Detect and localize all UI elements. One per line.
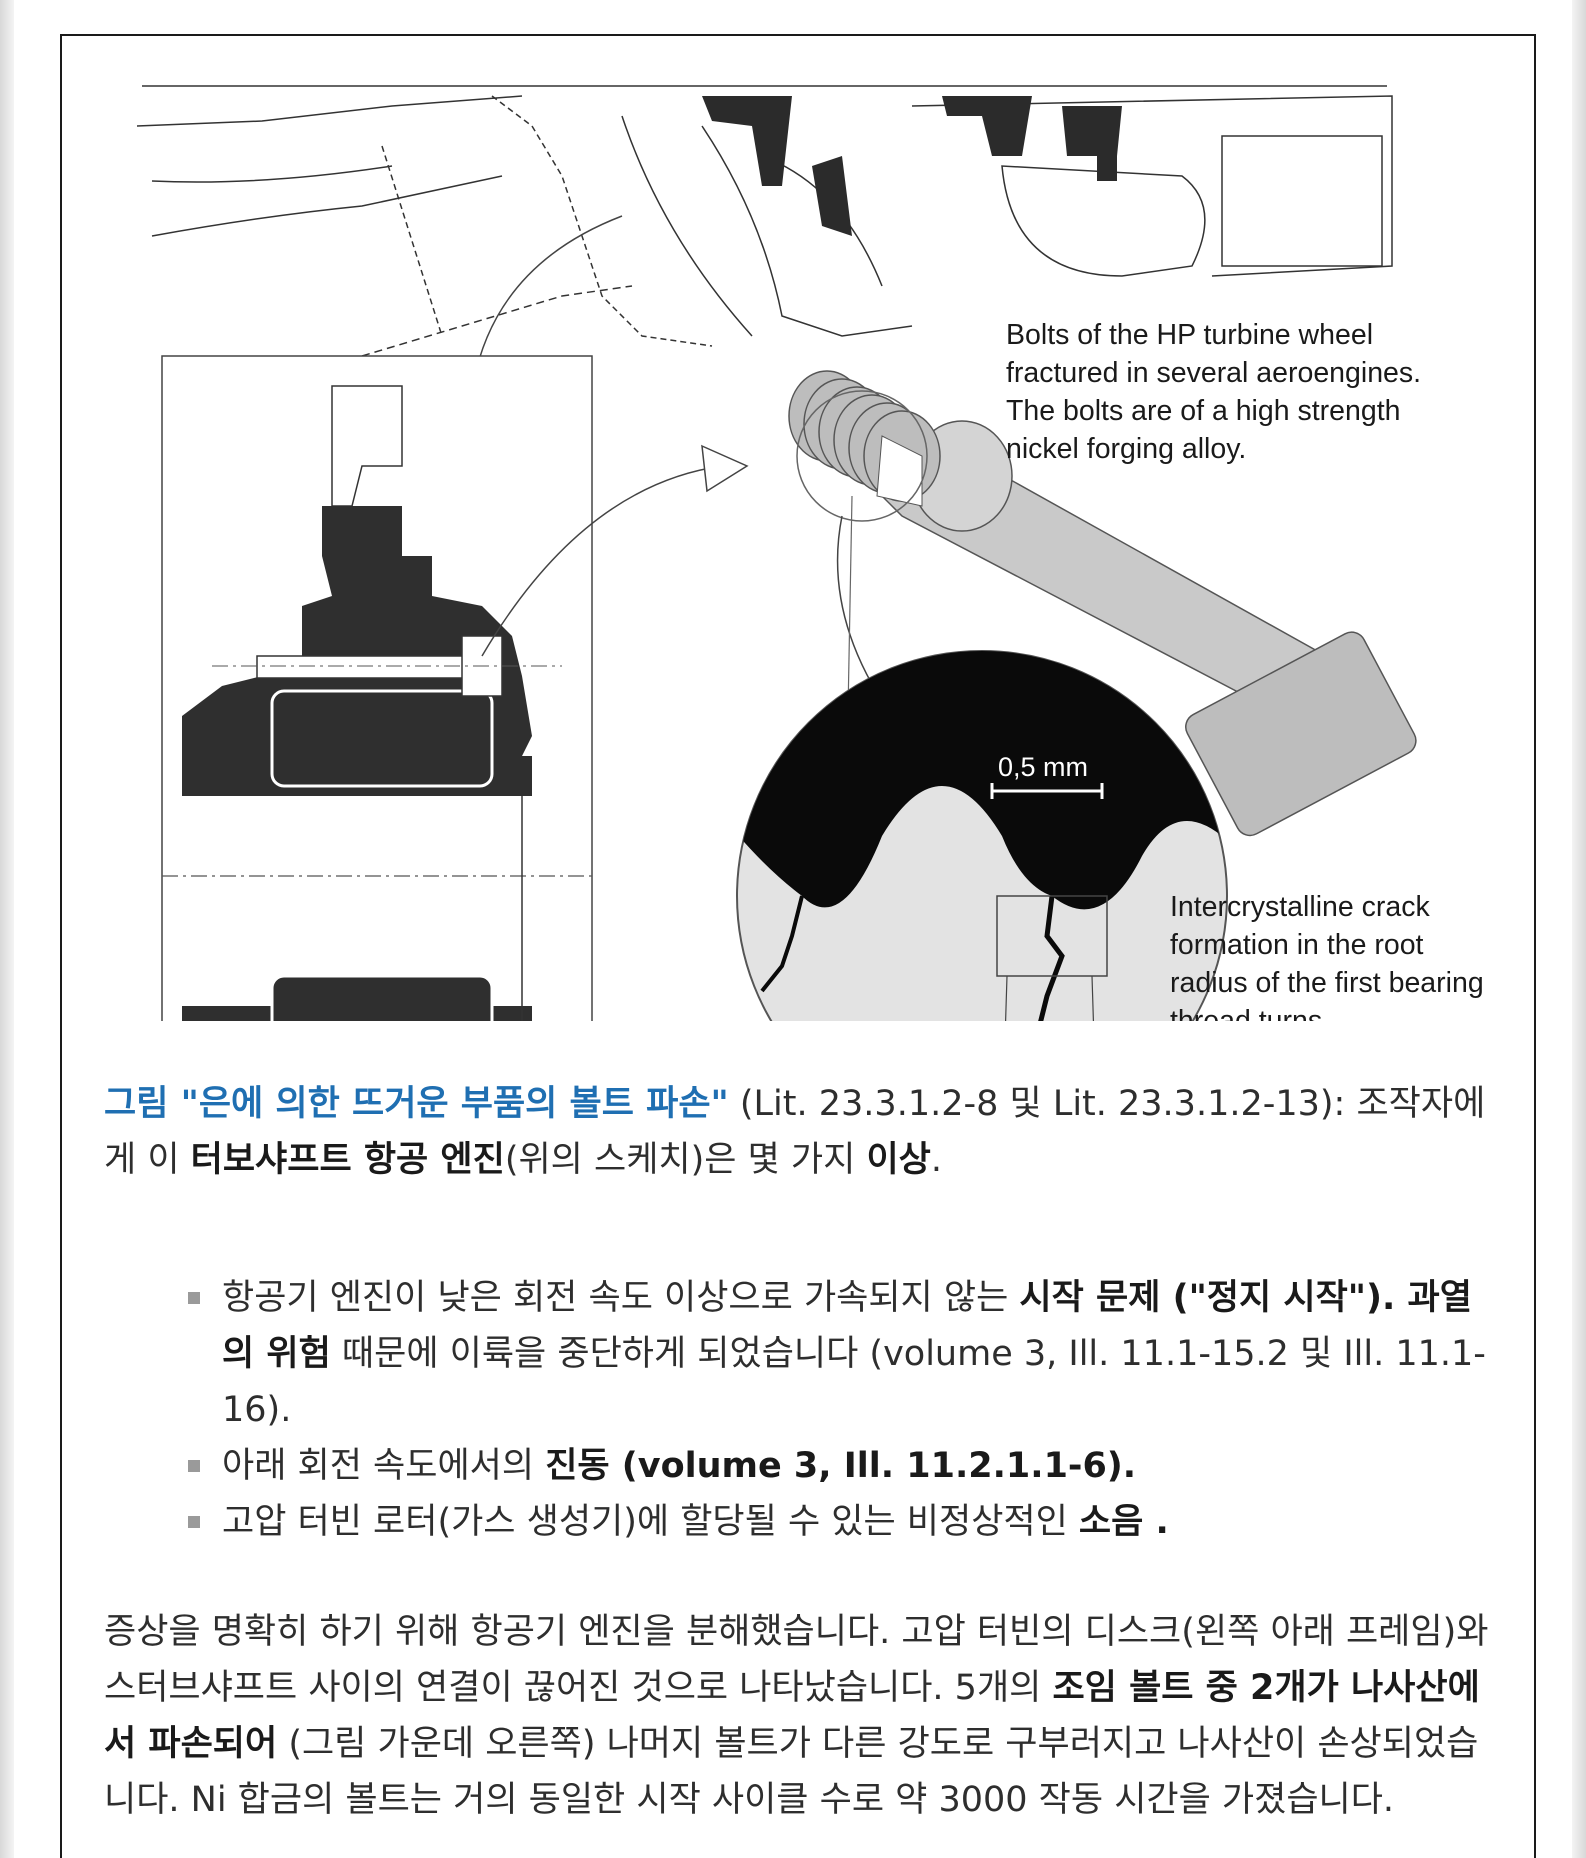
article-frame: 0,5 mm Bolts of the HP turbine wheel fra… <box>60 34 1536 1858</box>
bullet-icon <box>188 1292 200 1304</box>
paragraph-intro-text-3: . <box>930 1140 942 1180</box>
paragraph-findings-text-1: 증상을 명확히 하기 위해 항공기 엔진을 분해했습니다. 고압 터빈의 디스크… <box>104 1612 1489 1708</box>
figure-reference-link[interactable]: 그림 "은에 의한 뜨거운 부품의 볼트 파손" <box>104 1084 729 1124</box>
engine-cross-section <box>136 85 1393 357</box>
paragraph-intro-bold-2: 이상 <box>866 1140 931 1180</box>
paragraph-findings-bold-1: 조임 볼트 중 2개가 나사산에서 파손되어 <box>104 1668 1480 1764</box>
paragraph-intro-text-2: (위의 스케치)은 몇 가지 <box>504 1140 867 1180</box>
pointer-arrow-2 <box>481 465 723 657</box>
engine-bolt-figure: 0,5 mm Bolts of the HP turbine wheel fra… <box>62 36 1534 1021</box>
engine-dark-parts <box>702 96 1122 236</box>
paragraph-findings-text-2: (그림 가운데 오른쪽) 나머지 볼트가 다른 강도로 구부러지고 나사산이 손… <box>104 1724 1479 1820</box>
paragraph-intro-bold-1: 터보샤프트 항공 엔진 <box>190 1140 505 1180</box>
list-item: 아래 회전 속도에서의 진동 (volume 3, Ill. 11.2.1.1-… <box>188 1438 1488 1494</box>
magnified-thread: 0,5 mm <box>736 650 1228 1021</box>
symptom-list: 항공기 엔진이 낮은 회전 속도 이상으로 가속되지 않는 시작 문제 ("정지… <box>188 1270 1488 1550</box>
bullet-icon <box>188 1516 200 1528</box>
list-item: 항공기 엔진이 낮은 회전 속도 이상으로 가속되지 않는 시작 문제 ("정지… <box>188 1270 1488 1438</box>
bolt-illustration <box>788 370 1417 837</box>
paragraph-intro: 그림 "은에 의한 뜨거운 부품의 볼트 파손" (Lit. 23.3.1.2-… <box>104 1076 1504 1188</box>
scale-label: 0,5 mm <box>998 752 1088 782</box>
bullet-icon <box>188 1460 200 1472</box>
engine-illustration: 0,5 mm <box>136 85 1417 1021</box>
turbine-disc-detail <box>161 355 593 1021</box>
figure-caption-bottom: Intercrystalline crack formation in the … <box>1170 891 1484 1021</box>
list-item: 고압 터빈 로터(가스 생성기)에 할당될 수 있는 비정상적인 소음 . <box>188 1494 1488 1550</box>
page-edge-left <box>0 0 14 1858</box>
figure-caption-top: Bolts of the HP turbine wheel fractured … <box>1006 319 1422 465</box>
paragraph-intro-text-1: (Lit. 23.3.1.2-8 및 Lit. 23.3.1.2-13): 조작… <box>104 1084 1486 1180</box>
paragraph-findings: 증상을 명확히 하기 위해 항공기 엔진을 분해했습니다. 고압 터빈의 디스크… <box>104 1604 1504 1828</box>
page-edge-right <box>1572 0 1586 1858</box>
